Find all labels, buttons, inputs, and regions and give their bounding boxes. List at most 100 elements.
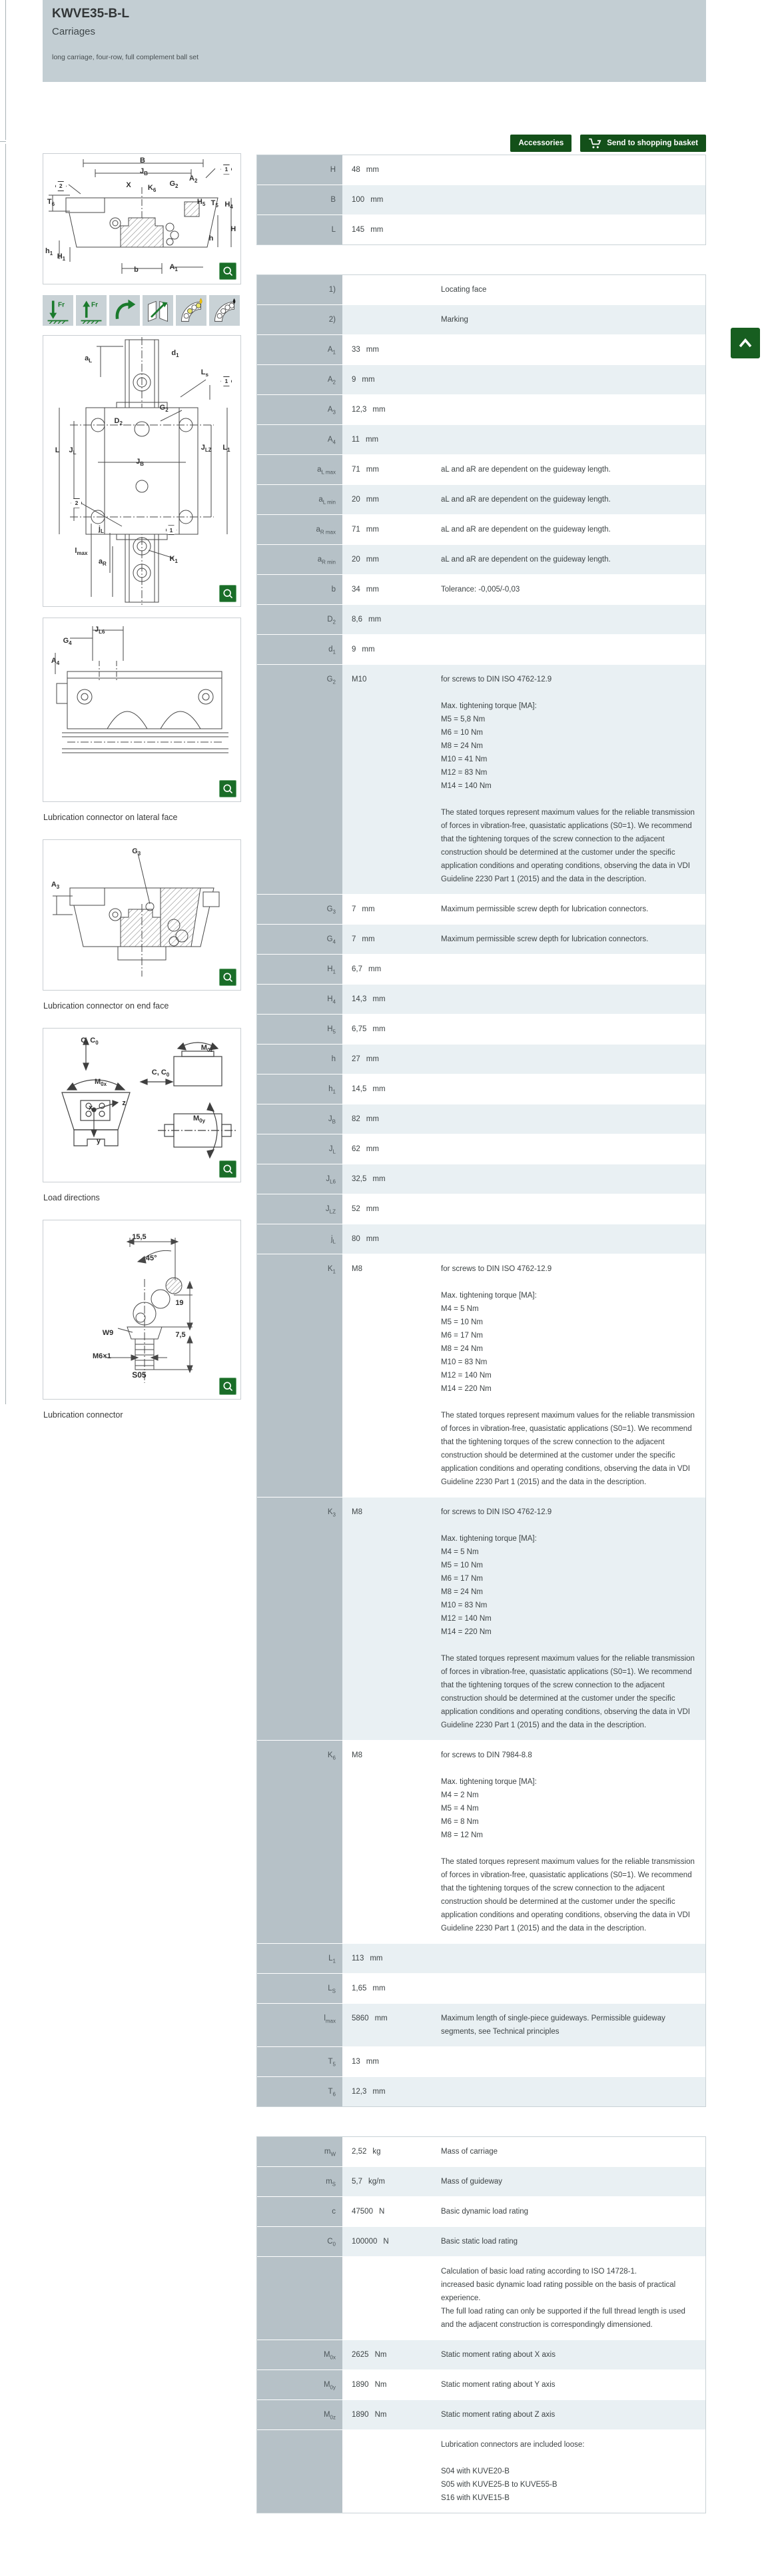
dimension-label: T5 — [210, 199, 218, 209]
load-direction-down-icon: Fr — [43, 295, 73, 326]
parameter-note: aL and aR are dependent on the guideway … — [437, 515, 705, 545]
parameter-note — [437, 1164, 705, 1194]
parameter-symbol: jL — [257, 1224, 342, 1254]
scroll-to-top-button[interactable] — [731, 328, 760, 358]
parameter-symbol: mS — [257, 2167, 342, 2197]
parameter-value — [342, 2430, 437, 2513]
zoom-figure-button[interactable] — [219, 1160, 236, 1178]
parameter-note — [437, 365, 705, 395]
dimension-label: H4 — [224, 201, 233, 211]
parameter-note: Static moment rating about Z axis — [437, 2400, 705, 2430]
dimension-label: z — [122, 1098, 126, 1107]
dimension-label: 15,5 — [132, 1232, 147, 1241]
dimension-label: B — [140, 156, 145, 165]
dimension-label: G2 — [159, 403, 169, 413]
dimension-label: jL — [98, 525, 104, 535]
shopping-cart-icon — [589, 138, 601, 149]
parameter-symbol: b — [257, 575, 342, 605]
parameter-note — [437, 185, 705, 215]
toolbar: Accessories Send to shopping basket — [256, 135, 706, 152]
parameter-note: aL and aR are dependent on the guideway … — [437, 455, 705, 485]
parameter-symbol: JB — [257, 1104, 342, 1134]
callout-number: 2 — [55, 181, 67, 191]
zoom-figure-button[interactable] — [219, 780, 236, 797]
parameter-symbol: A2 — [257, 365, 342, 395]
dimension-label: A2 — [189, 175, 198, 185]
parameter-symbol: B — [257, 185, 342, 215]
dimension-label: A1 — [169, 262, 178, 272]
parameter-note — [437, 1074, 705, 1104]
page-title: KWVE35-B-L — [52, 7, 130, 21]
load-direction-up-icon: Fr — [76, 295, 107, 326]
svg-text:Fr: Fr — [58, 302, 65, 309]
parameter-note: Static moment rating about X axis — [437, 2340, 705, 2370]
magnifier-icon — [223, 973, 233, 983]
send-to-basket-label: Send to shopping basket — [607, 139, 698, 147]
page-edge-tick — [0, 141, 6, 142]
dimension-label: M0x — [94, 1077, 107, 1087]
svg-text:Fr: Fr — [91, 302, 98, 309]
parameter-note: Calculation of basic load rating accordi… — [437, 2257, 705, 2340]
dimension-label: JLZ — [200, 444, 212, 454]
parameter-symbol: JL6 — [257, 1164, 342, 1194]
parameter-value: M8 — [342, 1741, 437, 1944]
zoom-figure-button[interactable] — [219, 585, 236, 602]
table-row: 2)Marking — [257, 305, 705, 335]
callout-number: 1 — [165, 525, 177, 536]
zoom-figure-button[interactable] — [219, 262, 236, 280]
parameter-symbol: K3 — [257, 1498, 342, 1741]
zoom-figure-button[interactable] — [219, 1378, 236, 1395]
accessories-button[interactable]: Accessories — [510, 135, 572, 152]
parameter-note — [437, 1224, 705, 1254]
parameter-value: M8 — [342, 1254, 437, 1498]
parameter-symbol: L1 — [257, 1944, 342, 1974]
header: KWVE35-B-L Carriages long carriage, four… — [43, 0, 706, 82]
zoom-figure-button[interactable] — [219, 969, 236, 986]
parameter-symbol: G2 — [257, 665, 342, 895]
parameter-note: aL and aR are dependent on the guideway … — [437, 485, 705, 515]
parameter-value — [342, 275, 437, 305]
dimension-label: y — [96, 1137, 101, 1146]
parameter-note: Mass of carriage — [437, 2137, 705, 2167]
magnifier-icon — [223, 784, 233, 794]
send-to-basket-button[interactable]: Send to shopping basket — [580, 135, 706, 152]
parameter-note — [437, 1104, 705, 1134]
dimension-label: JB — [140, 167, 148, 177]
dimension-label: b — [134, 265, 139, 274]
page-edge-line — [5, 144, 6, 1404]
parameter-symbol: G3 — [257, 895, 342, 925]
